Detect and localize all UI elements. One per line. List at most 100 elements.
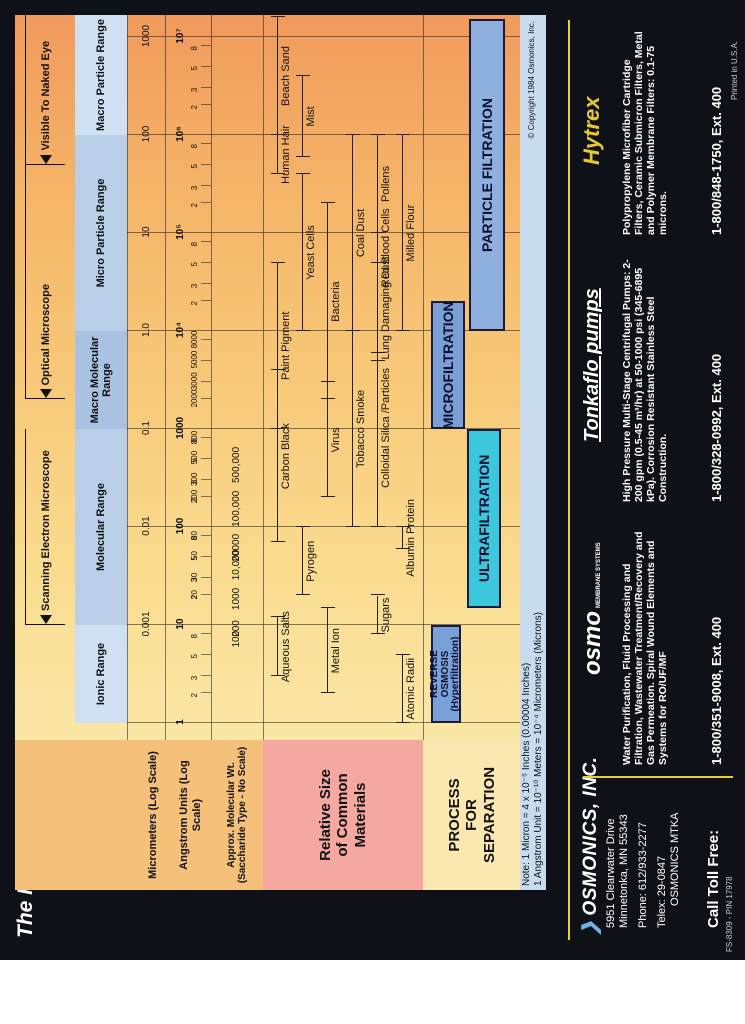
material-range <box>377 135 378 233</box>
axis-rule <box>165 15 166 740</box>
material-range-end <box>321 202 335 204</box>
minor-tick <box>201 241 211 243</box>
material-range <box>377 233 378 263</box>
minor-tick-label: 8 <box>190 242 199 247</box>
address-line: Telex: 29-0847 <box>656 855 668 928</box>
material-label: Beach Sand <box>280 46 292 106</box>
material-range <box>402 135 403 331</box>
material-range <box>302 76 303 157</box>
process-bar: MICROFILTRATION <box>431 301 465 429</box>
minor-tick-label: 5 <box>190 262 199 267</box>
minor-tick-label: 2 <box>190 693 199 698</box>
minor-tick-label: 2 <box>190 105 199 110</box>
material-label: Pyrogen <box>305 540 317 582</box>
material-label: Paint Pigment <box>280 311 292 381</box>
hytrex-logo: Hytrex <box>579 97 605 165</box>
printed-in: Printed in U.S.A. <box>730 40 739 100</box>
minor-tick-label: 5 <box>190 66 199 71</box>
material-label: Atomic Radii <box>405 657 417 720</box>
process-bar: PARTICLE FILTRATION <box>469 19 505 331</box>
row-label-relative: Relative Size of Common Materials <box>263 740 423 890</box>
angstrom-tick-label: 10⁶ <box>175 126 186 142</box>
osmo-logo-text: osmo <box>579 610 606 675</box>
angstrom-mid-label: 30 <box>190 572 199 582</box>
material-label: Bacteria <box>330 281 342 322</box>
footer-divider <box>583 776 733 778</box>
minor-tick <box>201 594 211 596</box>
material-range-end <box>271 541 285 543</box>
angstrom-mid-label: 8000 <box>190 330 199 349</box>
minor-tick <box>201 577 211 579</box>
angstrom-tick-label: 10⁷ <box>175 28 186 44</box>
material-range-end <box>346 526 360 527</box>
minor-tick <box>201 653 211 655</box>
micrometer-tick-label: 0.001 <box>141 611 152 637</box>
tonkaflo-logo: Tonkaflo pumps <box>581 288 603 442</box>
material-range <box>277 262 278 429</box>
axis-rule <box>127 15 128 740</box>
address-line: Phone: 612/933-2277 <box>637 822 649 928</box>
company-name: OSMONICS, INC. <box>580 756 601 916</box>
molwt-tick-label: 500,000 <box>231 446 242 483</box>
material-label: Carbon Black <box>280 423 292 490</box>
minor-tick-label: 3 <box>190 675 199 681</box>
minor-tick <box>201 398 211 400</box>
process-bar: ULTRAFILTRATION <box>467 429 501 608</box>
minor-tick-label: 3 <box>190 87 199 93</box>
minor-tick <box>201 692 211 694</box>
minor-tick <box>201 87 211 89</box>
angstrom-tick-label: 10 <box>175 618 186 630</box>
material-range-end <box>346 330 360 331</box>
micrometer-tick-label: 0.01 <box>141 516 152 536</box>
angstrom-tick-label: 10⁴ <box>175 321 186 339</box>
row-label-process: PROCESS FOR SEPARATION <box>423 740 521 890</box>
material-range-end <box>321 496 335 498</box>
angstrom-mid-label: 300 <box>190 472 199 486</box>
brand-hytrex: Hytrex Polypropylene Microfiber Cartridg… <box>579 25 739 235</box>
minor-tick <box>201 65 211 67</box>
chart-area: Micrometers (Log Scale) Angstrom Units (… <box>15 15 537 890</box>
minor-tick <box>201 555 211 557</box>
address-line: Minnetonka, MN 55343 <box>618 814 630 928</box>
angstrom-mid-label: 80 <box>190 531 199 540</box>
material-range-end <box>321 381 335 383</box>
osmo-phone: 1-800/351-9008, Ext. 400 <box>709 616 724 765</box>
material-range <box>402 527 403 549</box>
footer: ❯OSMONICS, INC. 5951 Clearwater Drive Mi… <box>575 20 740 940</box>
minor-tick <box>201 496 211 498</box>
material-label: Coal Dust <box>355 208 367 258</box>
minor-tick <box>201 479 211 481</box>
material-range <box>377 352 378 527</box>
material-range <box>327 382 328 498</box>
angstrom-tick-label: 10⁵ <box>175 224 186 240</box>
angstrom-mid-label: 50 <box>190 551 199 560</box>
form-number: FS-8309 - PIN 17978 <box>725 876 734 952</box>
minor-tick <box>201 457 211 459</box>
hytrex-logo-text: Hytrex <box>579 96 604 165</box>
minor-tick <box>201 675 211 677</box>
material-label: Milled Flour <box>405 204 417 262</box>
micrometer-tick-label: 1000 <box>141 24 152 48</box>
material-label: Pollens <box>380 165 392 203</box>
yellow-rule-bottom <box>568 20 570 940</box>
hytrex-phone: 1-800/848-1750, Ext. 400 <box>709 86 724 235</box>
minor-tick <box>201 283 211 285</box>
call-toll-free: Call Toll Free: <box>705 829 722 928</box>
osmo-logo: osmoMEMBRANE SYSTEMS <box>579 542 607 675</box>
angstrom-mid-label: 3000 <box>190 372 199 391</box>
brand-osmo: osmoMEMBRANE SYSTEMS Water Purification,… <box>579 515 739 765</box>
material-range <box>302 174 303 331</box>
minor-tick <box>201 163 211 165</box>
material-range-end <box>296 173 310 174</box>
osmo-description: Water Purification, Fluid Processing and… <box>621 531 669 765</box>
material-label: Aqueous Salts <box>280 611 292 683</box>
minor-tick <box>201 143 211 145</box>
material-range <box>352 331 353 527</box>
minor-tick-label: 8 <box>190 634 199 639</box>
material-range-end <box>346 134 360 135</box>
minor-tick <box>201 261 211 263</box>
row-label-angstrom: Angstrom Units (Log Scale) <box>178 760 203 870</box>
axis-rule <box>211 15 212 740</box>
copyright: © Copyright 1984 Osmonics, Inc. <box>527 21 536 139</box>
